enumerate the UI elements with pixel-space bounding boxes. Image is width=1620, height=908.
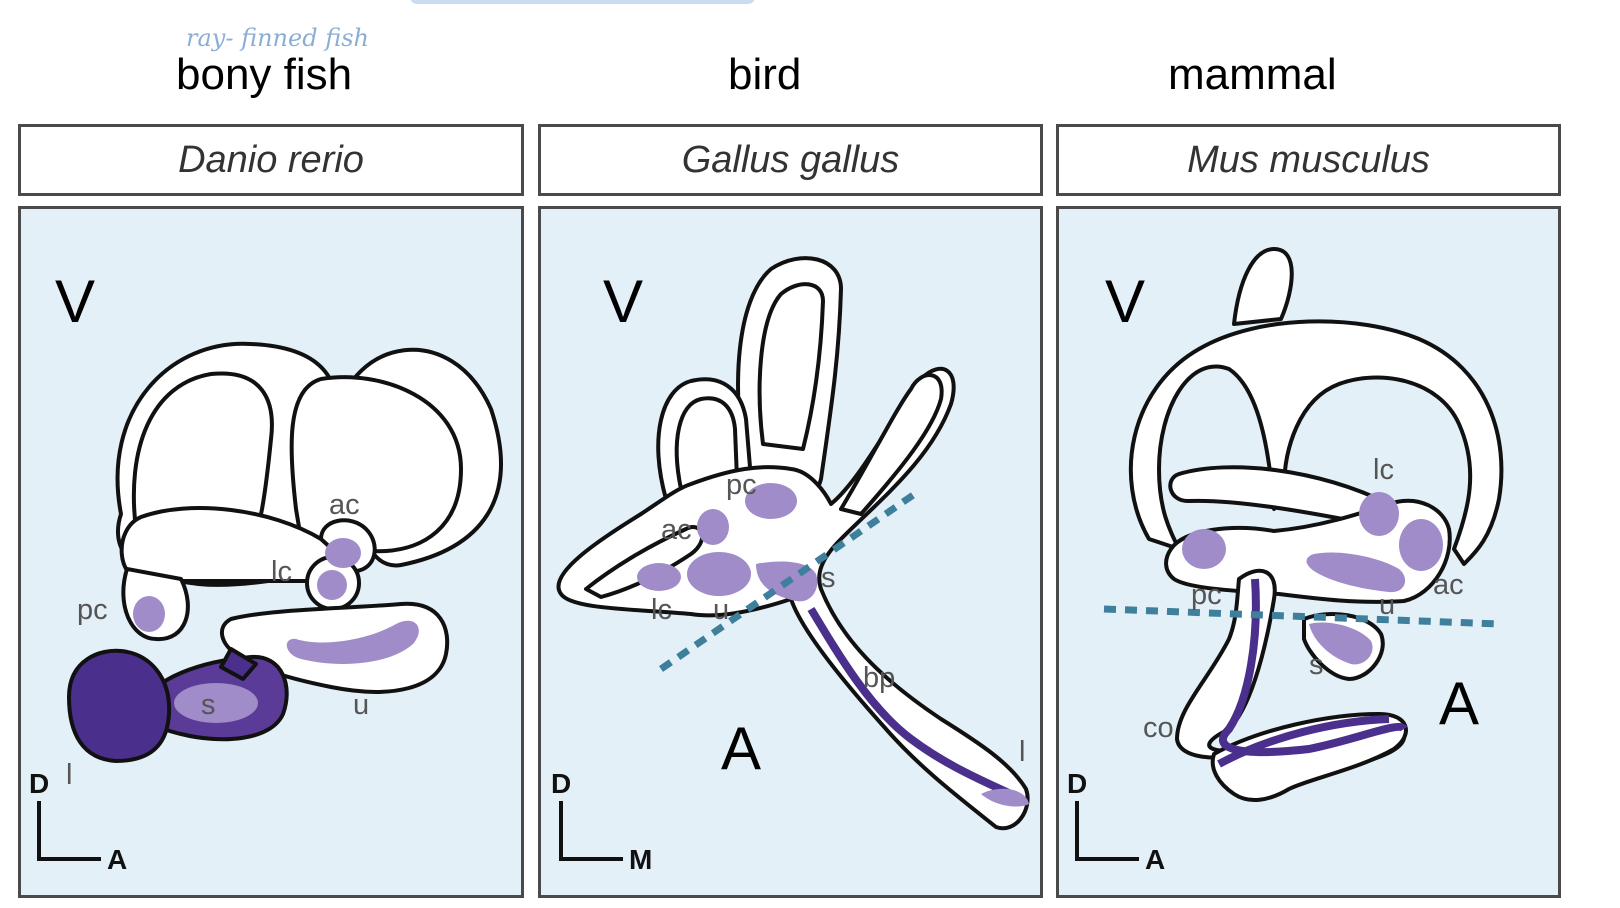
mouse-ac-patch <box>1399 519 1443 571</box>
bird-posterior-canal-hole <box>674 396 739 491</box>
bird-dashed-boundary <box>659 488 921 672</box>
mouse-cochlea-coil-stripe <box>1217 715 1390 768</box>
region-letter: A <box>1439 670 1480 737</box>
view-letter: V <box>603 268 644 335</box>
label-co: co <box>1143 712 1174 744</box>
label-ac: ac <box>329 489 360 521</box>
region-letter: A <box>721 715 762 782</box>
axis-horizontal-label: A <box>1145 844 1165 875</box>
label-pc: pc <box>1191 579 1222 611</box>
mouse-lc-patch <box>1359 492 1399 536</box>
panel-mammal: lc ac pc u s co D A V A <box>1056 206 1561 898</box>
bird-anterior-canal-hole <box>757 282 825 451</box>
mouse-pc-patch <box>1182 529 1226 569</box>
label-lc: lc <box>1373 454 1394 486</box>
fish-lc-patch <box>317 570 347 600</box>
label-l: l <box>66 759 72 791</box>
mouse-dashed-boundary <box>1103 605 1500 628</box>
mouse-s-patch <box>1309 622 1373 665</box>
bird-lc-patch <box>637 563 681 591</box>
fish-lagena <box>67 648 172 763</box>
label-s: s <box>821 562 836 594</box>
axis-horizontal-label: M <box>629 844 652 875</box>
axis-vertical-label: D <box>551 768 571 799</box>
group-title-bird: bird <box>728 50 802 99</box>
bird-pc-patch <box>745 483 797 519</box>
axis-indicator <box>559 801 623 861</box>
bird-u-patch <box>687 552 751 596</box>
label-u: u <box>713 594 729 626</box>
bird-lagena-patch <box>981 788 1029 807</box>
bird-inner-ear-diagram: pc ac lc u s bp l D M <box>551 256 1030 875</box>
mouse-canal-outer <box>1128 319 1504 566</box>
species-box-fish: Danio rerio <box>18 124 524 196</box>
bird-endolymphatic-sac <box>839 373 944 516</box>
mouse-cochlea-stripe <box>1219 578 1408 757</box>
bird-ac-patch <box>697 509 729 545</box>
axis-indicator <box>1075 801 1139 861</box>
label-bp: bp <box>863 662 895 694</box>
panel-bird: pc ac lc u s bp l D M V A <box>538 206 1043 898</box>
species-box-bird: Gallus gallus <box>538 124 1043 196</box>
label-u: u <box>353 689 369 721</box>
fish-pc-patch <box>133 596 165 632</box>
label-ac: ac <box>661 514 692 546</box>
group-title-mammal: mammal <box>1168 50 1337 99</box>
view-letter: V <box>1105 268 1146 335</box>
panel-fish: ac lc pc s u l D A V <box>18 206 524 898</box>
species-box-mammal: Mus musculus <box>1056 124 1561 196</box>
bird-basilar-papilla <box>807 606 1023 803</box>
view-letter: V <box>55 268 96 335</box>
axis-vertical-label: D <box>1067 768 1087 799</box>
axis-horizontal-label: A <box>107 844 127 875</box>
highlight-bar <box>410 0 755 4</box>
label-pc: pc <box>726 469 757 501</box>
fish-s-patch <box>174 683 258 723</box>
label-ac: ac <box>1433 569 1464 601</box>
mouse-u-patch <box>1306 552 1406 593</box>
mouse-endolymphatic-duct <box>1232 247 1294 326</box>
fish-u-patch <box>286 620 419 664</box>
axis-vertical-label: D <box>29 768 49 799</box>
handwritten-annotation: ray- finned fish <box>186 24 369 52</box>
fish-inner-ear-diagram: ac lc pc s u l D A <box>29 341 503 875</box>
fish-connector <box>219 647 258 681</box>
label-s: s <box>1309 649 1324 681</box>
mouse-inner-ear-diagram: lc ac pc u s co D A <box>1067 247 1504 875</box>
fish-ac-patch <box>325 538 361 568</box>
label-s: s <box>201 689 216 721</box>
group-title-fish: bony fish <box>176 50 353 99</box>
label-l: l <box>1019 736 1025 768</box>
label-u: u <box>1379 589 1395 621</box>
label-pc: pc <box>77 594 108 626</box>
label-lc: lc <box>271 556 292 588</box>
axis-indicator <box>37 801 101 861</box>
label-lc: lc <box>651 594 672 626</box>
